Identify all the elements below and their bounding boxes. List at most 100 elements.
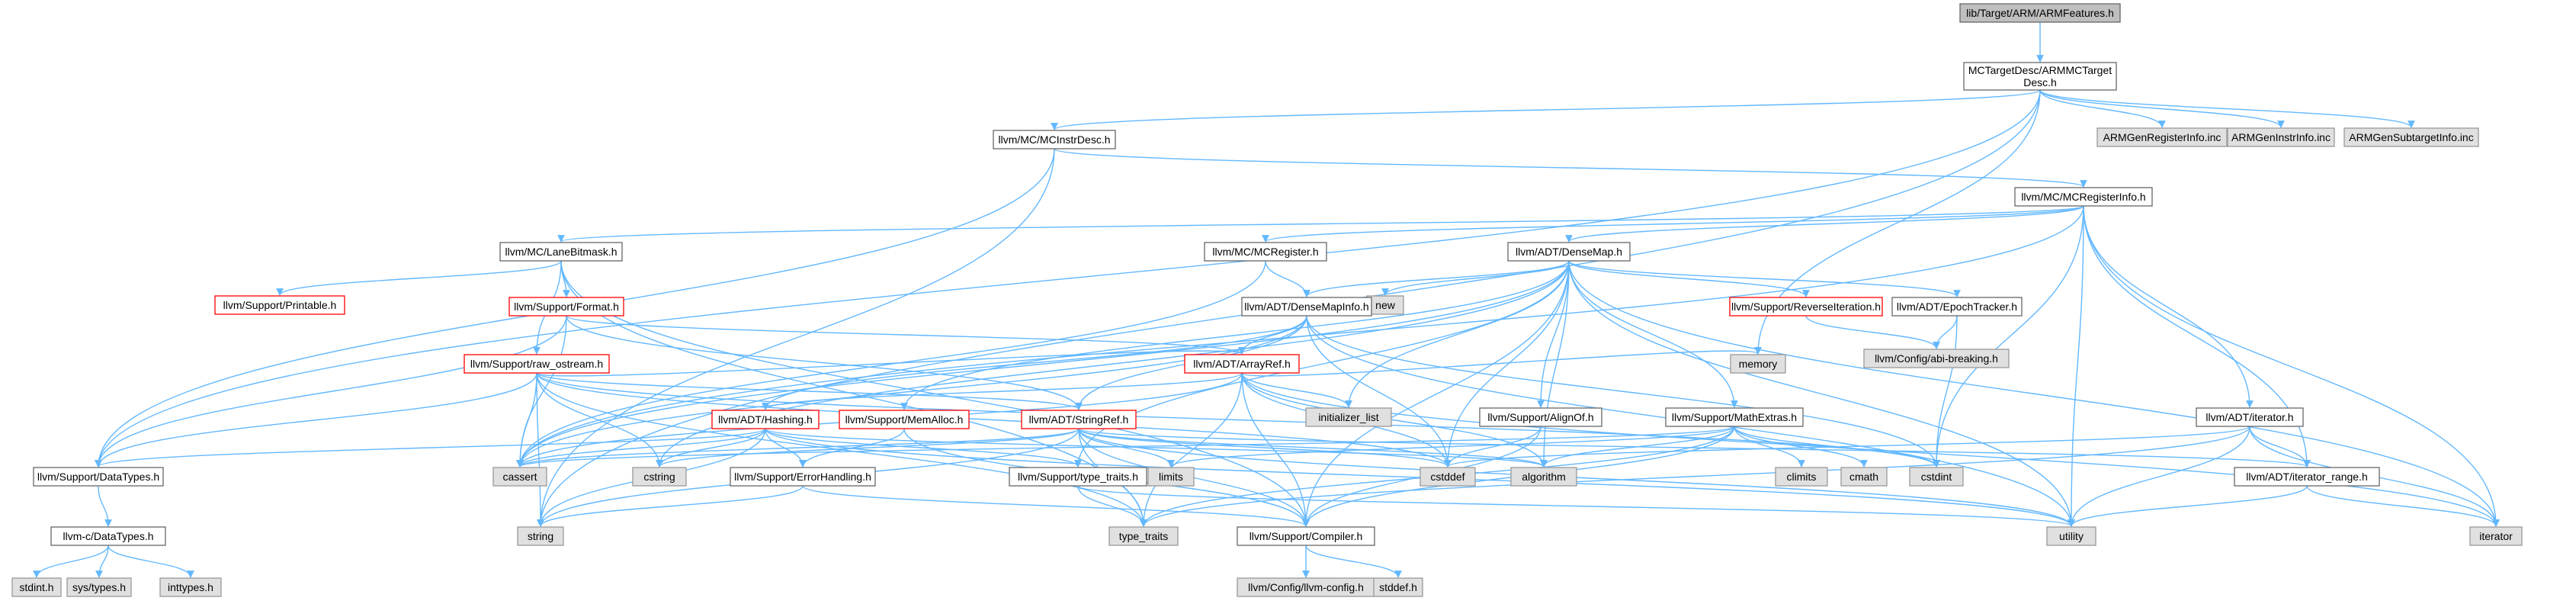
node-box [1237, 577, 1375, 597]
node-armgensubtargetinfo-inc: ARMGenSubtargetInfo.inc [2343, 127, 2479, 147]
node-label: memory [1739, 358, 1778, 370]
node-box [1891, 297, 2023, 317]
edge-lanebitmask-to-printable [276, 260, 562, 296]
node-llvm-adt-epochtracker-h[interactable]: llvm/ADT/EpochTracker.h [1891, 297, 2023, 317]
node-llvm-adt-hashing-h[interactable]: llvm/ADT/Hashing.h [711, 410, 820, 429]
node-box [1237, 526, 1375, 546]
node-label: llvm/MC/MCRegister.h [1212, 246, 1318, 258]
edge-densemap-to-iterator [1568, 260, 2500, 527]
node-llvm-mc-mcregisterinfo-h[interactable]: llvm/MC/MCRegisterInfo.h [2014, 187, 2153, 207]
edge-densemap-to-reviter [1568, 260, 1810, 297]
node-armgenregisterinfo-inc: ARMGenRegisterInfo.inc [2096, 127, 2228, 147]
node-box [1730, 354, 1786, 374]
edge-mcreginfo-to-utility [2068, 205, 2084, 527]
edge-mctd-to-instinc [2039, 89, 2285, 128]
node-label: llvm/Config/abi-breaking.h [1875, 352, 1998, 365]
edge-arrayref-to-algorithm [1241, 372, 1548, 468]
node-armgeninstrinfo-inc: ARMGenInstrInfo.inc [2227, 127, 2335, 147]
node-label: llvm/Support/ErrorHandling.h [734, 471, 871, 483]
edge-mcregister-to-cassert [516, 260, 1266, 468]
node-llvm-support-type-traits-h[interactable]: llvm/Support/type_traits.h [1009, 467, 1147, 487]
node-box [1963, 62, 2117, 91]
node-cstring: cstring [632, 467, 687, 487]
node-llvm-support-compiler-h[interactable]: llvm/Support/Compiler.h [1237, 526, 1375, 546]
edge-stringref-to-algorithm [1078, 428, 1548, 468]
node-cstddef: cstddef [1420, 467, 1476, 487]
edge-rawostream-to-cstring [536, 372, 663, 468]
node-llvm-support-printable-h[interactable]: llvm/Support/Printable.h [214, 295, 345, 315]
edge-errhandling-to-compiler [802, 485, 1310, 527]
node-llvm-support-reverseiteration-h[interactable]: llvm/Support/ReverseIteration.h [1729, 297, 1883, 317]
node-box [1863, 349, 2010, 368]
edge-arrayref-to-compiler [1241, 372, 1310, 527]
node-label: initializer_list [1318, 411, 1378, 423]
node-llvm-support-raw-ostream-h[interactable]: llvm/Support/raw_ostream.h [464, 354, 610, 374]
edge-format-to-stringref [566, 315, 1083, 410]
node-box [1507, 242, 1631, 262]
node-cstdint: cstdint [1909, 467, 1964, 487]
node-llvm-support-memalloc-h[interactable]: llvm/Support/MemAlloc.h [839, 410, 970, 429]
node-llvm-mc-mcregister-h[interactable]: llvm/MC/MCRegister.h [1204, 242, 1327, 262]
node-sys-types-h: sys/types.h [66, 577, 132, 597]
node-box [711, 410, 820, 429]
node-label: llvm/MC/LaneBitmask.h [505, 246, 617, 258]
node-box [2234, 467, 2380, 487]
node-llvm-adt-stringref-h[interactable]: llvm/ADT/StringRef.h [1021, 410, 1137, 429]
node-llvm-mc-lanebitmask-h[interactable]: llvm/MC/LaneBitmask.h [499, 242, 623, 262]
node-box [1840, 467, 1888, 487]
node-string: string [517, 526, 564, 546]
edge-densemapinfo-to-cassert [516, 315, 1307, 468]
edge-densemap-to-cstring [656, 260, 1570, 468]
node-box [1959, 3, 2121, 23]
node-llvm-adt-arrayref-h[interactable]: llvm/ADT/ArrayRef.h [1184, 354, 1300, 374]
node-label: inttypes.h [168, 581, 213, 593]
edge-stringref-to-limits [1078, 428, 1175, 468]
node-label: type_traits [1119, 530, 1169, 542]
edge-cdatatypes-to-stdinth [33, 545, 109, 578]
node-label: ARMGenSubtargetInfo.inc [2349, 131, 2473, 143]
node-llvm-adt-densemap-h[interactable]: llvm/ADT/DenseMap.h [1507, 242, 1631, 262]
edge-rawostream-to-cassert [516, 372, 537, 468]
node-label: llvm/Support/Compiler.h [1250, 530, 1363, 542]
node-memory: memory [1730, 354, 1786, 374]
node-box [839, 410, 970, 429]
node-llvm-support-errorhandling-h[interactable]: llvm/Support/ErrorHandling.h [730, 467, 876, 487]
node-label: llvm/ADT/DenseMap.h [1516, 246, 1622, 258]
edge-mcreginfo-to-lanebitmask [557, 205, 2084, 243]
edge-cdatatypes-to-systypes [95, 545, 109, 578]
node-llvm-c-datatypes-h[interactable]: llvm-c/DataTypes.h [50, 526, 166, 546]
node-box [1184, 354, 1300, 374]
node-label: llvm/ADT/ArrayRef.h [1193, 358, 1291, 370]
node-label: llvm/Support/Printable.h [223, 299, 337, 311]
edge-densemap-to-alignof [1537, 260, 1570, 408]
node-label: cmath [1849, 471, 1878, 483]
node-llvm-adt-densemapinfo-h[interactable]: llvm/ADT/DenseMapInfo.h [1241, 297, 1372, 317]
node-llvm-support-format-h[interactable]: llvm/Support/Format.h [508, 297, 624, 317]
edge-format-to-arrayref [566, 315, 1246, 355]
edge-stringref-to-cstddef [1078, 428, 1452, 468]
node-label: llvm-c/DataTypes.h [63, 530, 153, 542]
edge-densemapinfo-to-cstdint [1306, 315, 1940, 468]
node-box [1373, 577, 1423, 597]
node-box [1729, 297, 1883, 317]
edge-mathextras-to-climits [1734, 426, 1805, 468]
node-llvm-adt-iterator-range-h[interactable]: llvm/ADT/iterator_range.h [2234, 467, 2380, 487]
node-box [1009, 467, 1147, 487]
node-box [632, 467, 687, 487]
node-llvm-support-mathextras-h[interactable]: llvm/Support/MathExtras.h [1665, 407, 1804, 427]
edge-iteratorh-to-typetraits [1140, 426, 2250, 527]
node-llvm-support-alignof-h[interactable]: llvm/Support/AlignOf.h [1479, 407, 1602, 427]
node-label: llvm/Support/AlignOf.h [1487, 411, 1593, 423]
node-llvm-support-datatypes-h[interactable]: llvm/Support/DataTypes.h [33, 467, 164, 487]
edge-hashing-to-datatypes [95, 428, 766, 468]
node-llvm-config-llvm-config-h: llvm/Config/llvm-config.h [1237, 577, 1375, 597]
node-label: llvm/ADT/iterator_range.h [2246, 471, 2368, 483]
node-label: llvm/Support/DataTypes.h [37, 471, 159, 483]
node-label: stdint.h [19, 581, 53, 593]
edge-mctd-to-subinc [2039, 89, 2415, 128]
node-new: new [1366, 295, 1404, 315]
node-llvm-adt-iterator-h[interactable]: llvm/ADT/iterator.h [2196, 407, 2304, 427]
node-llvm-mc-mcinstrdesc-h[interactable]: llvm/MC/MCInstrDesc.h [993, 130, 1116, 149]
node-lib-target-arm-armfeatures-h[interactable]: lib/Target/ARM/ARMFeatures.h [1959, 3, 2121, 23]
